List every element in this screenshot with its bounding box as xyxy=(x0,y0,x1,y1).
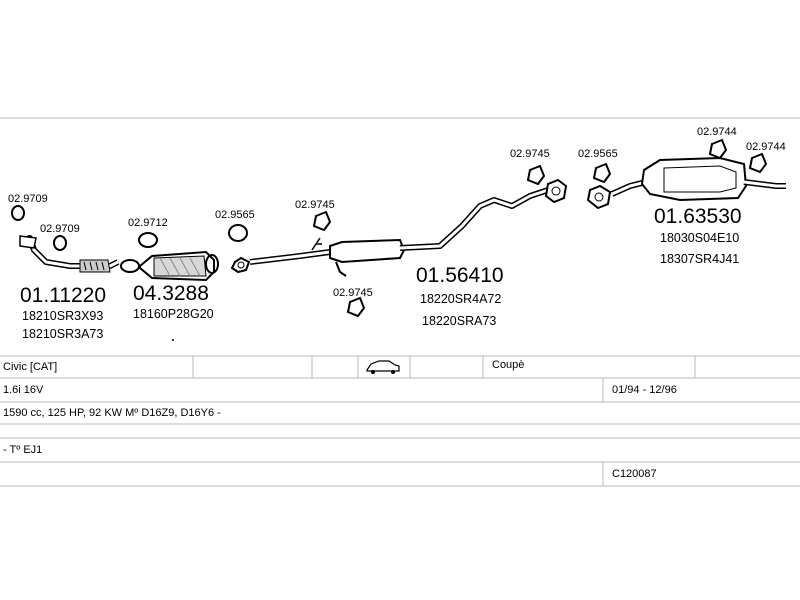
part1-gasket1-label: 02.9709 xyxy=(8,193,48,205)
catalytic-converter-part[interactable] xyxy=(120,232,219,282)
gasket-ring-icon xyxy=(11,205,25,221)
part4-number: 01.56410 xyxy=(416,264,504,287)
outlet-flange-icon xyxy=(205,254,219,274)
hanger-icon xyxy=(748,152,768,174)
part4-oem2: 18220SRA73 xyxy=(422,314,496,328)
part6-hanger2-label: 02.9744 xyxy=(746,141,786,153)
part6-number: 01.63530 xyxy=(654,205,742,228)
part5-gasket-label: 02.9565 xyxy=(578,148,618,160)
code-cell: C120087 xyxy=(612,468,657,480)
flange-icon xyxy=(120,259,140,273)
hanger-icon xyxy=(592,162,612,184)
gasket-part[interactable] xyxy=(228,224,251,274)
hanger-gasket-part[interactable] xyxy=(526,162,612,210)
specs-cell: 1590 cc, 125 HP, 92 KW Mº D16Z9, D16Y6 - xyxy=(3,407,221,419)
part6-oem1: 18030S04E10 xyxy=(660,231,739,245)
middle-silencer-shape xyxy=(329,238,406,264)
rear-silencer-part[interactable] xyxy=(610,138,786,202)
part2-gasket-label: 02.9712 xyxy=(128,217,168,229)
part1-oem2: 18210SR3A73 xyxy=(22,327,103,341)
car-coupe-icon xyxy=(366,360,400,374)
hanger-icon xyxy=(312,210,332,232)
part1-oem1: 18210SR3X93 xyxy=(22,309,103,323)
rear-silencer-shape xyxy=(640,156,748,202)
engine-cell: 1.6i 16V xyxy=(3,384,44,396)
years-cell: 01/94 - 12/96 xyxy=(612,384,677,396)
front-pipe-part[interactable] xyxy=(11,205,120,273)
hanger-icon xyxy=(346,296,366,318)
part2-oem1: 18160P28G20 xyxy=(133,307,214,321)
model-cell: Civic [CAT] xyxy=(3,361,57,373)
dot-mark xyxy=(172,339,174,341)
gasket-ring-icon xyxy=(228,224,248,242)
hanger-icon xyxy=(526,164,546,186)
part5-hanger-label: 02.9745 xyxy=(510,148,550,160)
part3-gasket-label: 02.9565 xyxy=(215,209,255,221)
part6-oem2: 18307SR4J41 xyxy=(660,252,739,266)
gasket-ring-icon xyxy=(138,232,158,248)
part2-number: 04.3288 xyxy=(133,282,209,305)
part1-gasket2-label: 02.9709 xyxy=(40,223,80,235)
gasket-ring-icon xyxy=(53,235,67,251)
middle-silencer-part[interactable] xyxy=(249,187,549,318)
part1-number: 01.11220 xyxy=(20,284,106,307)
body-type-cell: Coupè xyxy=(492,359,524,371)
part4-oem1: 18220SR4A72 xyxy=(420,292,501,306)
type-cell: - Tº EJ1 xyxy=(3,444,42,456)
part4-hanger1-label: 02.9745 xyxy=(295,199,335,211)
part4-hanger2-label: 02.9745 xyxy=(333,287,373,299)
hanger-icon xyxy=(708,138,728,160)
part6-hanger1-label: 02.9744 xyxy=(697,126,737,138)
vehicle-info-table xyxy=(0,355,800,487)
